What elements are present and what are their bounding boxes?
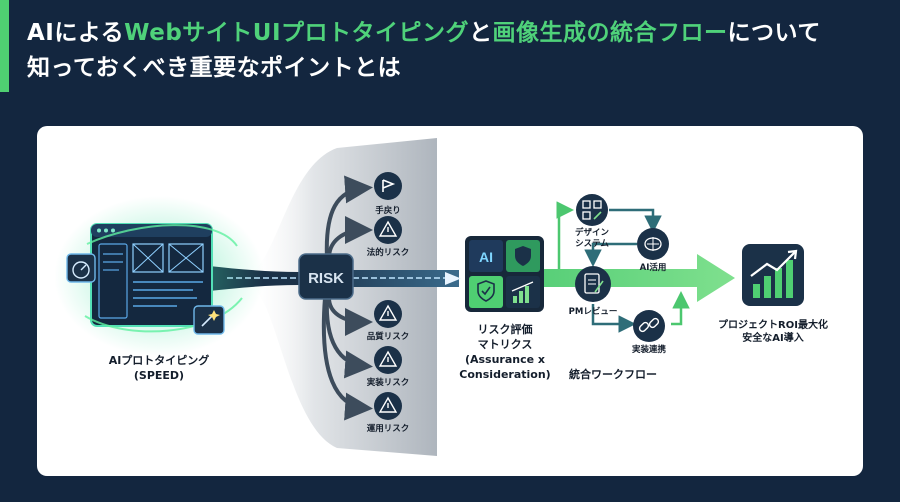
risk-branch-arrows — [321, 175, 373, 421]
matrix-label-line1: リスク評価 — [477, 323, 533, 336]
branch-arrow-rework — [324, 175, 373, 259]
ai-use-label: AI活用 — [639, 263, 667, 273]
matrix-label-line4: Consideration) — [459, 368, 551, 381]
wf-arrow-ai-to-pm — [584, 242, 637, 267]
title-line-2: 知っておくべき重要なポイントとは — [27, 55, 402, 81]
risk-matrix: AI — [465, 236, 544, 312]
wf-arrow-design-to-ai — [609, 208, 662, 233]
green-flow-arrow — [542, 254, 735, 302]
risk-node-quality — [374, 300, 402, 328]
risk-label-operations: 運用リスク — [366, 424, 410, 434]
result-label: プロジェクトROI最大化 安全なAI導入 — [703, 319, 843, 345]
risk-label-implementation: 実装リスク — [366, 378, 410, 388]
branch-arrow-quality — [327, 297, 373, 336]
speed-gauge-icon — [66, 253, 96, 283]
risk-badge-label: RISK — [308, 270, 344, 287]
magic-wand-icon — [193, 305, 225, 335]
title-part-5: について — [727, 20, 821, 46]
risk-node-legal — [374, 216, 402, 244]
matrix-label: リスク評価 マトリクス (Assurance x Consideration) — [450, 322, 560, 382]
branch-arrow-impl — [324, 297, 373, 379]
result-label-line1: プロジェクトROI最大化 — [718, 320, 828, 331]
wf-node-implementation — [633, 310, 665, 342]
design-system-label: デザイン システム — [562, 228, 622, 250]
design-system-label-line1: デザイン — [574, 228, 609, 238]
title-part-1: AIによる — [27, 20, 125, 46]
wf-arrow-impl-to-flow — [671, 291, 690, 326]
pm-review-label: PMレビュー — [568, 307, 618, 317]
workflow-caption: 統合ワークフロー — [569, 368, 657, 381]
title-part-4: 画像生成の統合フロー — [492, 20, 728, 46]
implementation-label: 実装連携 — [631, 345, 666, 355]
matrix-cell-ai — [469, 240, 503, 272]
wf-node-design-system — [576, 194, 608, 226]
prototyping-label-line1: AIプロトタイピング — [108, 354, 210, 367]
risk-label-legal: 法的リスク — [366, 248, 410, 258]
design-system-label-line2: システム — [575, 239, 609, 249]
risk-label-rework: 手戻り — [375, 206, 401, 216]
flow-diagram: RISK — [54, 138, 804, 456]
speed-beam-arrowhead — [445, 272, 461, 285]
title-part-3: と — [469, 20, 493, 46]
risk-node-operations — [374, 392, 402, 420]
risk-node-rework — [374, 172, 402, 200]
wf-node-pm-review — [575, 266, 611, 302]
matrix-ai-label: AI — [479, 249, 493, 265]
wf-node-ai-use — [637, 228, 669, 260]
matrix-label-line3: (Assurance x — [464, 353, 546, 366]
risk-node-implementation — [374, 346, 402, 374]
risk-label-quality: 品質リスク — [366, 332, 410, 342]
matrix-label-line2: マトリクス — [477, 338, 533, 351]
prototyping-label: AIプロトタイピング (SPEED) — [99, 353, 219, 383]
roi-result-icon — [742, 244, 804, 306]
wf-arrow-to-design — [556, 201, 574, 269]
title-part-2: WebサイトUIプロトタイピング — [124, 20, 470, 46]
diagram-card: RISK — [37, 126, 863, 476]
prototyping-label-line2: (SPEED) — [133, 369, 185, 382]
result-label-line2: 安全なAI導入 — [742, 333, 804, 344]
page-title: AIによるWebサイトUIプロトタイピングと画像生成の統合フローについて知ってお… — [27, 16, 887, 86]
branch-arrow-ops — [321, 297, 373, 421]
risk-badge: RISK — [298, 253, 354, 300]
prototype-illustration — [54, 196, 264, 356]
title-accent-bar — [0, 0, 9, 92]
wf-arrow-pm-to-impl — [591, 304, 636, 333]
